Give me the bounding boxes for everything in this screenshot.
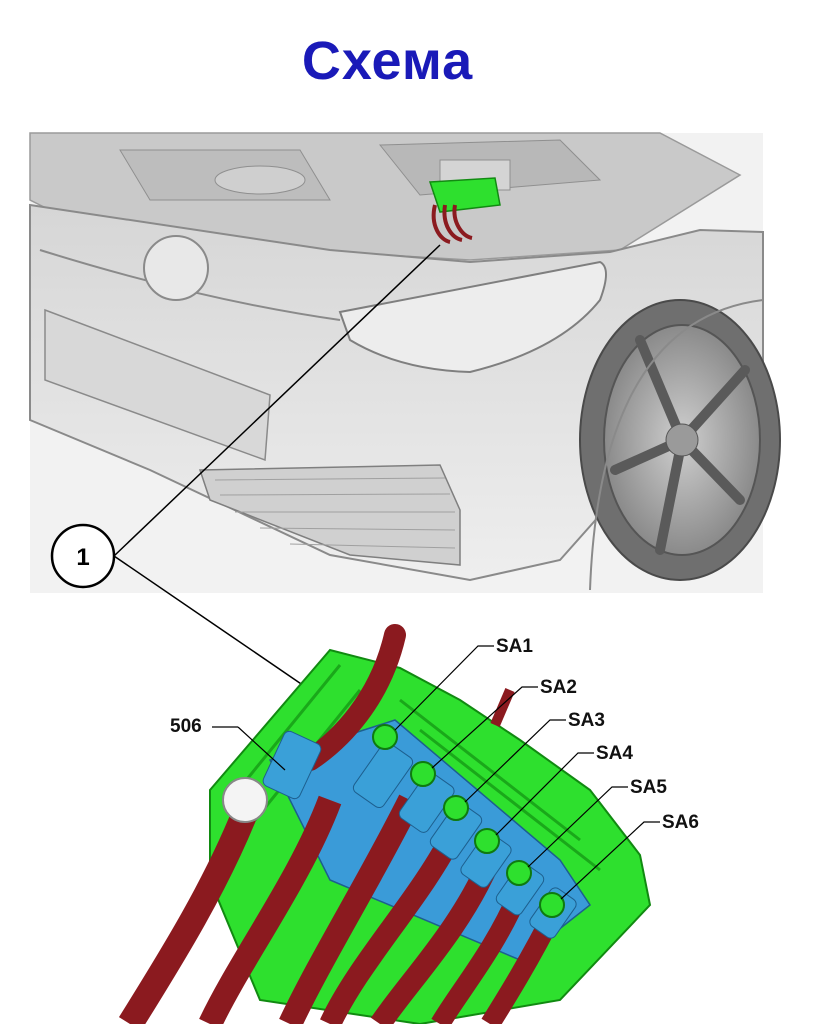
main-cable-top xyxy=(299,624,406,771)
label-sa2: SA2 xyxy=(540,677,577,698)
cable-sa1 xyxy=(199,795,342,1024)
license-plate-area xyxy=(44,308,271,462)
leader-sa2 xyxy=(431,686,538,769)
labels: 506 SA1 SA2 SA3 SA4 SA5 SA6 xyxy=(170,636,699,900)
leader-sa6 xyxy=(560,821,660,900)
brand-logo-icon xyxy=(143,235,209,301)
label-sa6: SA6 xyxy=(662,812,699,833)
nut-sa4 xyxy=(474,828,500,854)
label-506: 506 xyxy=(170,716,202,737)
fuse-box-location xyxy=(428,177,501,213)
callout-1: 1 xyxy=(50,244,441,691)
diagram-title: Схема xyxy=(301,31,474,91)
leader-sa4 xyxy=(495,752,594,836)
cable-sa2 xyxy=(279,794,421,1024)
nut-sa5 xyxy=(506,860,532,886)
label-sa1: SA1 xyxy=(496,636,533,657)
leader-sa1 xyxy=(394,645,494,731)
lower-grille xyxy=(198,464,461,566)
label-sa4: SA4 xyxy=(596,743,633,764)
nut-sa6 xyxy=(539,892,565,918)
callout-number: 1 xyxy=(76,544,89,571)
car-illustration xyxy=(29,132,781,593)
fuse-box-detail xyxy=(118,624,652,1024)
cable-506 xyxy=(118,795,263,1024)
leader-sa5 xyxy=(527,786,628,868)
nut-sa3 xyxy=(443,795,469,821)
label-sa3: SA3 xyxy=(568,710,605,731)
main-cable-sa2 xyxy=(490,688,515,727)
leader-sa3 xyxy=(464,719,566,803)
leader-line-to-car xyxy=(113,244,441,557)
ground-stud xyxy=(222,777,268,823)
leader-line-to-detail xyxy=(113,555,311,691)
nut-sa2 xyxy=(410,761,436,787)
nut-sa1 xyxy=(372,724,398,750)
label-sa5: SA5 xyxy=(630,777,667,798)
cable-sa3 xyxy=(320,825,465,1024)
headlight xyxy=(338,260,607,374)
